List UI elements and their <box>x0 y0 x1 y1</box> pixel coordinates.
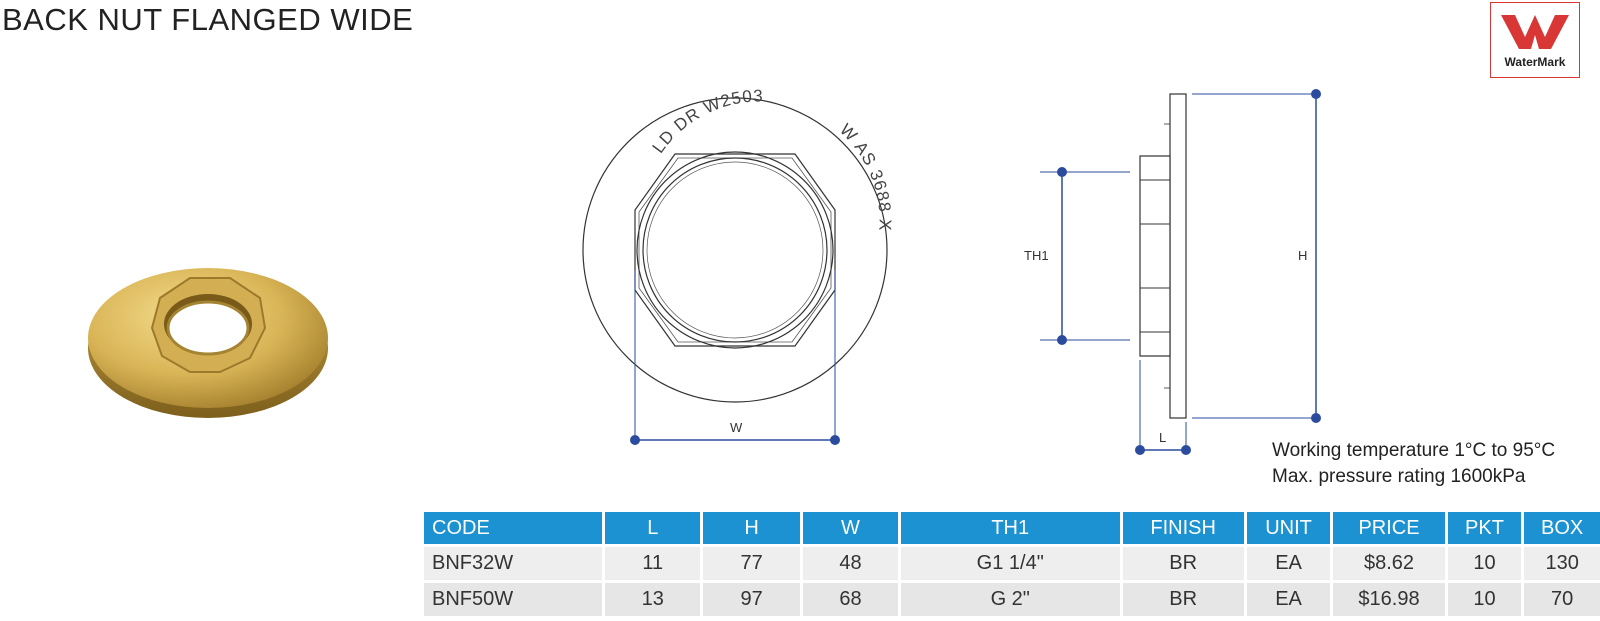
flange-outline <box>582 97 888 403</box>
side-view-drawing: TH1 H L <box>1024 89 1321 455</box>
h-dimension-label: H <box>1298 248 1307 263</box>
page-title: BACK NUT FLANGED WIDE <box>2 2 414 37</box>
col-header-box: BOX <box>1522 512 1600 546</box>
hex-nut-outline <box>634 153 836 347</box>
col-header-unit: UNIT <box>1245 512 1334 546</box>
bore-outline <box>642 157 828 343</box>
product-spec-table: CODE L H W TH1 FINISH UNIT PRICE PKT BOX… <box>424 512 1600 616</box>
watermark-logo: WaterMark <box>1490 2 1580 78</box>
col-header-pkt: PKT <box>1446 512 1525 546</box>
table-header-row: CODE L H W TH1 FINISH UNIT PRICE PKT BOX <box>424 512 1600 546</box>
cell-pkt: 10 <box>1446 580 1525 616</box>
col-header-l: L <box>603 512 704 546</box>
cell-w: 48 <box>801 544 901 582</box>
col-header-code: CODE <box>424 512 606 546</box>
cell-box: 70 <box>1522 580 1600 616</box>
engraving-top-text: LD DR W2503 <box>649 88 763 157</box>
cell-price: $16.98 <box>1331 580 1448 616</box>
cell-unit: EA <box>1245 544 1334 582</box>
watermark-logo-text: WaterMark <box>1504 55 1566 69</box>
cell-pkt: 10 <box>1446 544 1525 582</box>
cell-price: $8.62 <box>1331 544 1448 582</box>
cell-w: 68 <box>801 580 901 616</box>
engraving-side-text: W AS 3688 X <box>836 120 894 232</box>
cell-finish: BR <box>1121 544 1247 582</box>
cell-code: BNF50W <box>424 580 606 616</box>
cell-unit: EA <box>1245 580 1334 616</box>
watermark-w-icon <box>1501 15 1569 49</box>
cell-code: BNF32W <box>424 544 606 582</box>
col-header-h: H <box>701 512 804 546</box>
cell-l: 13 <box>603 580 704 616</box>
working-temperature: Working temperature 1°C to 95°C <box>1272 440 1556 461</box>
specs-block: Working temperature 1°C to 95°C Max. pre… <box>1272 438 1555 490</box>
flange-profile <box>1169 93 1187 419</box>
front-view-drawing: LD DR W2503 W AS 3688 X W <box>582 88 895 445</box>
cell-finish: BR <box>1121 580 1247 616</box>
svg-text:W AS 3688 X: W AS 3688 X <box>836 120 895 232</box>
w-dimension-label: W <box>730 420 743 435</box>
max-pressure: Max. pressure rating 1600kPa <box>1272 466 1526 487</box>
table-row: BNF50W 13 97 68 G 2" BR EA $16.98 10 70 <box>424 580 1600 616</box>
cell-l: 11 <box>603 544 704 582</box>
product-photo <box>88 268 328 418</box>
svg-text:LD DR W2503: LD DR W2503 <box>649 88 764 157</box>
l-dimension-label: L <box>1159 430 1166 445</box>
cell-h: 77 <box>701 544 804 582</box>
cell-th1: G 2" <box>899 580 1123 616</box>
th1-dimension-label: TH1 <box>1024 248 1049 263</box>
col-header-w: W <box>801 512 901 546</box>
table-row: BNF32W 11 77 48 G1 1/4" BR EA $8.62 10 1… <box>424 544 1600 582</box>
col-header-finish: FINISH <box>1121 512 1247 546</box>
col-header-price: PRICE <box>1331 512 1448 546</box>
cell-h: 97 <box>701 580 804 616</box>
col-header-th1: TH1 <box>899 512 1123 546</box>
nut-profile <box>1139 155 1171 357</box>
cell-box: 130 <box>1522 544 1600 582</box>
cell-th1: G1 1/4" <box>899 544 1123 582</box>
